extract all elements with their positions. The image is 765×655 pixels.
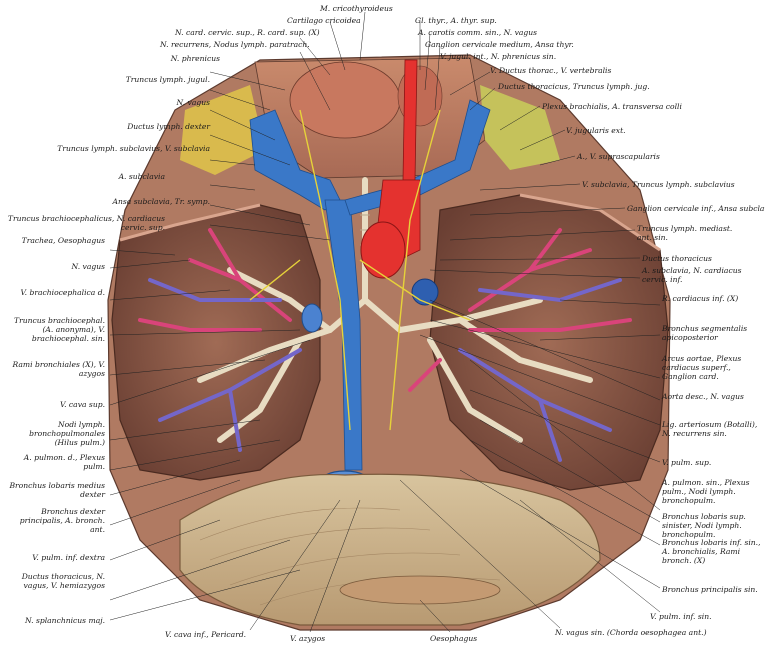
thyroid-gland bbox=[289, 61, 401, 139]
label-bronchus-dexter-principalis: Bronchus dexter principalis, A. bronch. … bbox=[5, 507, 105, 534]
label-lig-arteriosum: Lig. arteriosum (Botalli), N. recurrens … bbox=[662, 420, 762, 438]
aorta-desc-cut bbox=[411, 278, 439, 306]
label-ductus-thoracicus-left: Ductus thoracicus, N. vagus, V. hemiazyg… bbox=[5, 572, 105, 590]
label-bronchus-dexter-principalis-text: Bronchus dexter principalis, A. bronch. … bbox=[19, 507, 105, 534]
label-n-vagus-top: N. vagus bbox=[176, 98, 210, 107]
label-truncus-lymph-mediast: Truncus lymph. mediast. ant. sin. bbox=[637, 224, 747, 242]
label-bronchus-lobaris-sup-text: Bronchus lobaris sup. sinister, Nodi lym… bbox=[662, 512, 746, 539]
label-n-splanchnicus-maj: N. splanchnicus maj. bbox=[24, 616, 105, 625]
label-v-cava-sup: V. cava sup. bbox=[59, 400, 105, 409]
label-rami-bronchiales-text: Rami bronchiales (X), V. azygos bbox=[12, 360, 105, 378]
label-n-vagus-sin: N. vagus sin. (Chorda oesophagea ant.) bbox=[555, 628, 707, 637]
label-v-cava-inf: V. cava inf., Pericard. bbox=[165, 630, 247, 639]
label-m-cricothyroideus: M. cricothyroideus bbox=[320, 4, 393, 13]
label-v-brachiocephalica-d: V. brachiocephalica d. bbox=[5, 288, 106, 297]
plexus-brachialis-left bbox=[180, 85, 265, 175]
label-truncus-brachiocephalicus-text: Truncus brachiocephalicus, N. cardiacus … bbox=[7, 214, 165, 232]
label-truncus-brachiocephalicus: Truncus brachiocephalicus, N. cardiacus … bbox=[5, 214, 165, 232]
label-aorta-desc: Aorta desc., N. vagus bbox=[662, 392, 752, 401]
label-v-pulm-sup: V. pulm. sup. bbox=[662, 458, 712, 467]
label-trachea-oesophagus: Trachea, Oesophagus bbox=[21, 236, 105, 245]
label-ductus-thoracicus-left-text: Ductus thoracicus, N. vagus, V. hemiazyg… bbox=[21, 572, 105, 590]
label-a-pulmon-sin-text: A. pulmon. sin., Plexus pulm., Nodi lymp… bbox=[662, 478, 750, 505]
label-arcus-aortae: Arcus aortae, Plexus cardiacus superf., … bbox=[662, 354, 757, 381]
label-v-pulm-inf-dextra: V. pulm. inf. dextra bbox=[32, 553, 105, 562]
label-ansa-subclavia: Ansa subclavia, Tr. symp. bbox=[112, 197, 211, 206]
label-r-cardiacus-inf-text: R. cardiacus inf. (X) bbox=[662, 294, 739, 303]
plexus-brachialis-right bbox=[480, 85, 560, 170]
label-ductus-thoracicus-right: Ductus thoracicus bbox=[642, 254, 712, 263]
label-bronchus-principalis-sin: Bronchus principalis sin. bbox=[662, 585, 758, 594]
label-ganglion-cerv-inf: Ganglion cervicale inf., Ansa subclavia bbox=[627, 204, 765, 213]
label-ductus-lymph-dexter: Ductus lymph. dexter bbox=[127, 122, 210, 131]
label-truncus-lymph-mediast-text: Truncus lymph. mediast. ant. sin. bbox=[637, 224, 733, 242]
label-lig-arteriosum-text: Lig. arteriosum (Botalli), N. recurrens … bbox=[662, 420, 758, 438]
pleura-edge bbox=[119, 203, 261, 242]
label-v-jugularis-ext: V. jugularis ext. bbox=[566, 126, 626, 135]
label-a-pulmon-sin: A. pulmon. sin., Plexus pulm., Nodi lymp… bbox=[662, 478, 762, 505]
v-cava-sup-cut bbox=[301, 303, 323, 333]
label-oesophagus-bottom: Oesophagus bbox=[430, 634, 478, 643]
label-ganglion-cerv-med: Ganglion cervicale medium, Ansa thyr. bbox=[425, 40, 574, 49]
label-a-carotis: A. carotis comm. sin., N. vagus bbox=[418, 28, 538, 37]
leader-lines bbox=[109, 11, 661, 633]
label-bronchus-lobaris-medius-text: Bronchus lobaris medius dexter bbox=[9, 481, 105, 499]
pleura-edge bbox=[519, 193, 661, 252]
pulmonary-arteries bbox=[138, 228, 632, 392]
label-plexus-brachialis: Plexus brachialis, A. transversa colli bbox=[542, 102, 682, 111]
bronchial-tree bbox=[197, 177, 593, 443]
systemic-veins bbox=[249, 99, 491, 471]
aortic-arch bbox=[360, 221, 406, 279]
label-nodi-lymph-bronchopulm-text: Nodi lymph. bronchopulmonales (Hilus pul… bbox=[29, 420, 105, 447]
label-bronchus-segmentalis: Bronchus segmentalis apicoposterior bbox=[662, 324, 752, 342]
nerves bbox=[249, 109, 471, 431]
label-rami-bronchiales: Rami bronchiales (X), V. azygos bbox=[5, 360, 105, 378]
label-nodi-lymph-bronchopulm: Nodi lymph. bronchopulmonales (Hilus pul… bbox=[5, 420, 105, 447]
label-v-jugul-int: V. jugul. int., N. phrenicus sin. bbox=[440, 52, 557, 61]
label-ductus-thoracicus-jug: Ductus thoracicus, Truncus lymph. jug. bbox=[498, 82, 650, 91]
label-v-subclavia-truncus: V. subclavia, Truncus lymph. subclavius bbox=[582, 180, 735, 189]
label-a-pulmon-d-text: A. pulmon. d., Plexus pulm. bbox=[23, 453, 105, 471]
label-truncus-lymph-subclavius-text: Truncus lymph. subclavius, V. subclavia bbox=[57, 144, 210, 153]
label-v-ductus-thorac: V. Ductus thorac., V. vertebralis bbox=[490, 66, 612, 75]
label-v-brachiocephalica-d-text: V. brachiocephalica d. bbox=[20, 288, 106, 297]
label-bronchus-lobaris-inf-text: Bronchus lobaris inf. sin., A. bronchial… bbox=[662, 538, 761, 565]
label-truncus-lymph-subclavius: Truncus lymph. subclavius, V. subclavia bbox=[40, 144, 210, 153]
label-truncus-brachiocephal-text: Truncus brachiocephal. (A. anonyma), V. … bbox=[14, 316, 105, 343]
label-n-card-cervic-sup: N. card. cervic. sup., R. card. sup. (X) bbox=[175, 28, 320, 37]
label-n-vagus-mid: N. vagus bbox=[71, 262, 105, 271]
label-n-phrenicus: N. phrenicus bbox=[170, 54, 220, 63]
label-cartilago-cricoidea: Cartilago cricoidea bbox=[287, 16, 361, 25]
label-truncus-brachiocephal: Truncus brachiocephal. (A. anonyma), V. … bbox=[5, 316, 105, 343]
label-arcus-aortae-text: Arcus aortae, Plexus cardiacus superf., … bbox=[662, 354, 742, 381]
label-bronchus-segmentalis-text: Bronchus segmentalis apicoposterior bbox=[662, 324, 748, 342]
label-bronchus-lobaris-medius: Bronchus lobaris medius dexter bbox=[5, 481, 105, 499]
label-bronchus-lobaris-sup: Bronchus lobaris sup. sinister, Nodi lym… bbox=[662, 512, 762, 539]
label-aorta-desc-text: Aorta desc., N. vagus bbox=[662, 392, 744, 401]
label-a-subclavia: A. subclavia bbox=[118, 172, 165, 181]
label-gl-thyr: Gl. thyr., A. thyr. sup. bbox=[415, 16, 497, 25]
label-truncus-lymph-jugul: Truncus lymph. jugul. bbox=[125, 75, 210, 84]
label-a-subclavia-n-card: A. subclavia, N. cardiacus cervic. inf. bbox=[642, 266, 757, 284]
label-v-azygos-bottom: V. azygos bbox=[290, 634, 326, 643]
label-v-pulm-inf-sin: V. pulm. inf. sin. bbox=[650, 612, 712, 621]
label-a-v-suprascapularis: A., V. suprascapularis bbox=[577, 152, 660, 161]
label-n-recurrens: N. recurrens, Nodus lymph. paratrach. bbox=[160, 40, 310, 49]
label-a-pulmon-d: A. pulmon. d., Plexus pulm. bbox=[5, 453, 105, 471]
label-a-subclavia-n-card-text: A. subclavia, N. cardiacus cervic. inf. bbox=[642, 266, 742, 284]
oesophagus-cut bbox=[339, 575, 501, 605]
label-r-cardiacus-inf: R. cardiacus inf. (X) bbox=[662, 294, 752, 303]
label-bronchus-lobaris-inf: Bronchus lobaris inf. sin., A. bronchial… bbox=[662, 538, 762, 565]
